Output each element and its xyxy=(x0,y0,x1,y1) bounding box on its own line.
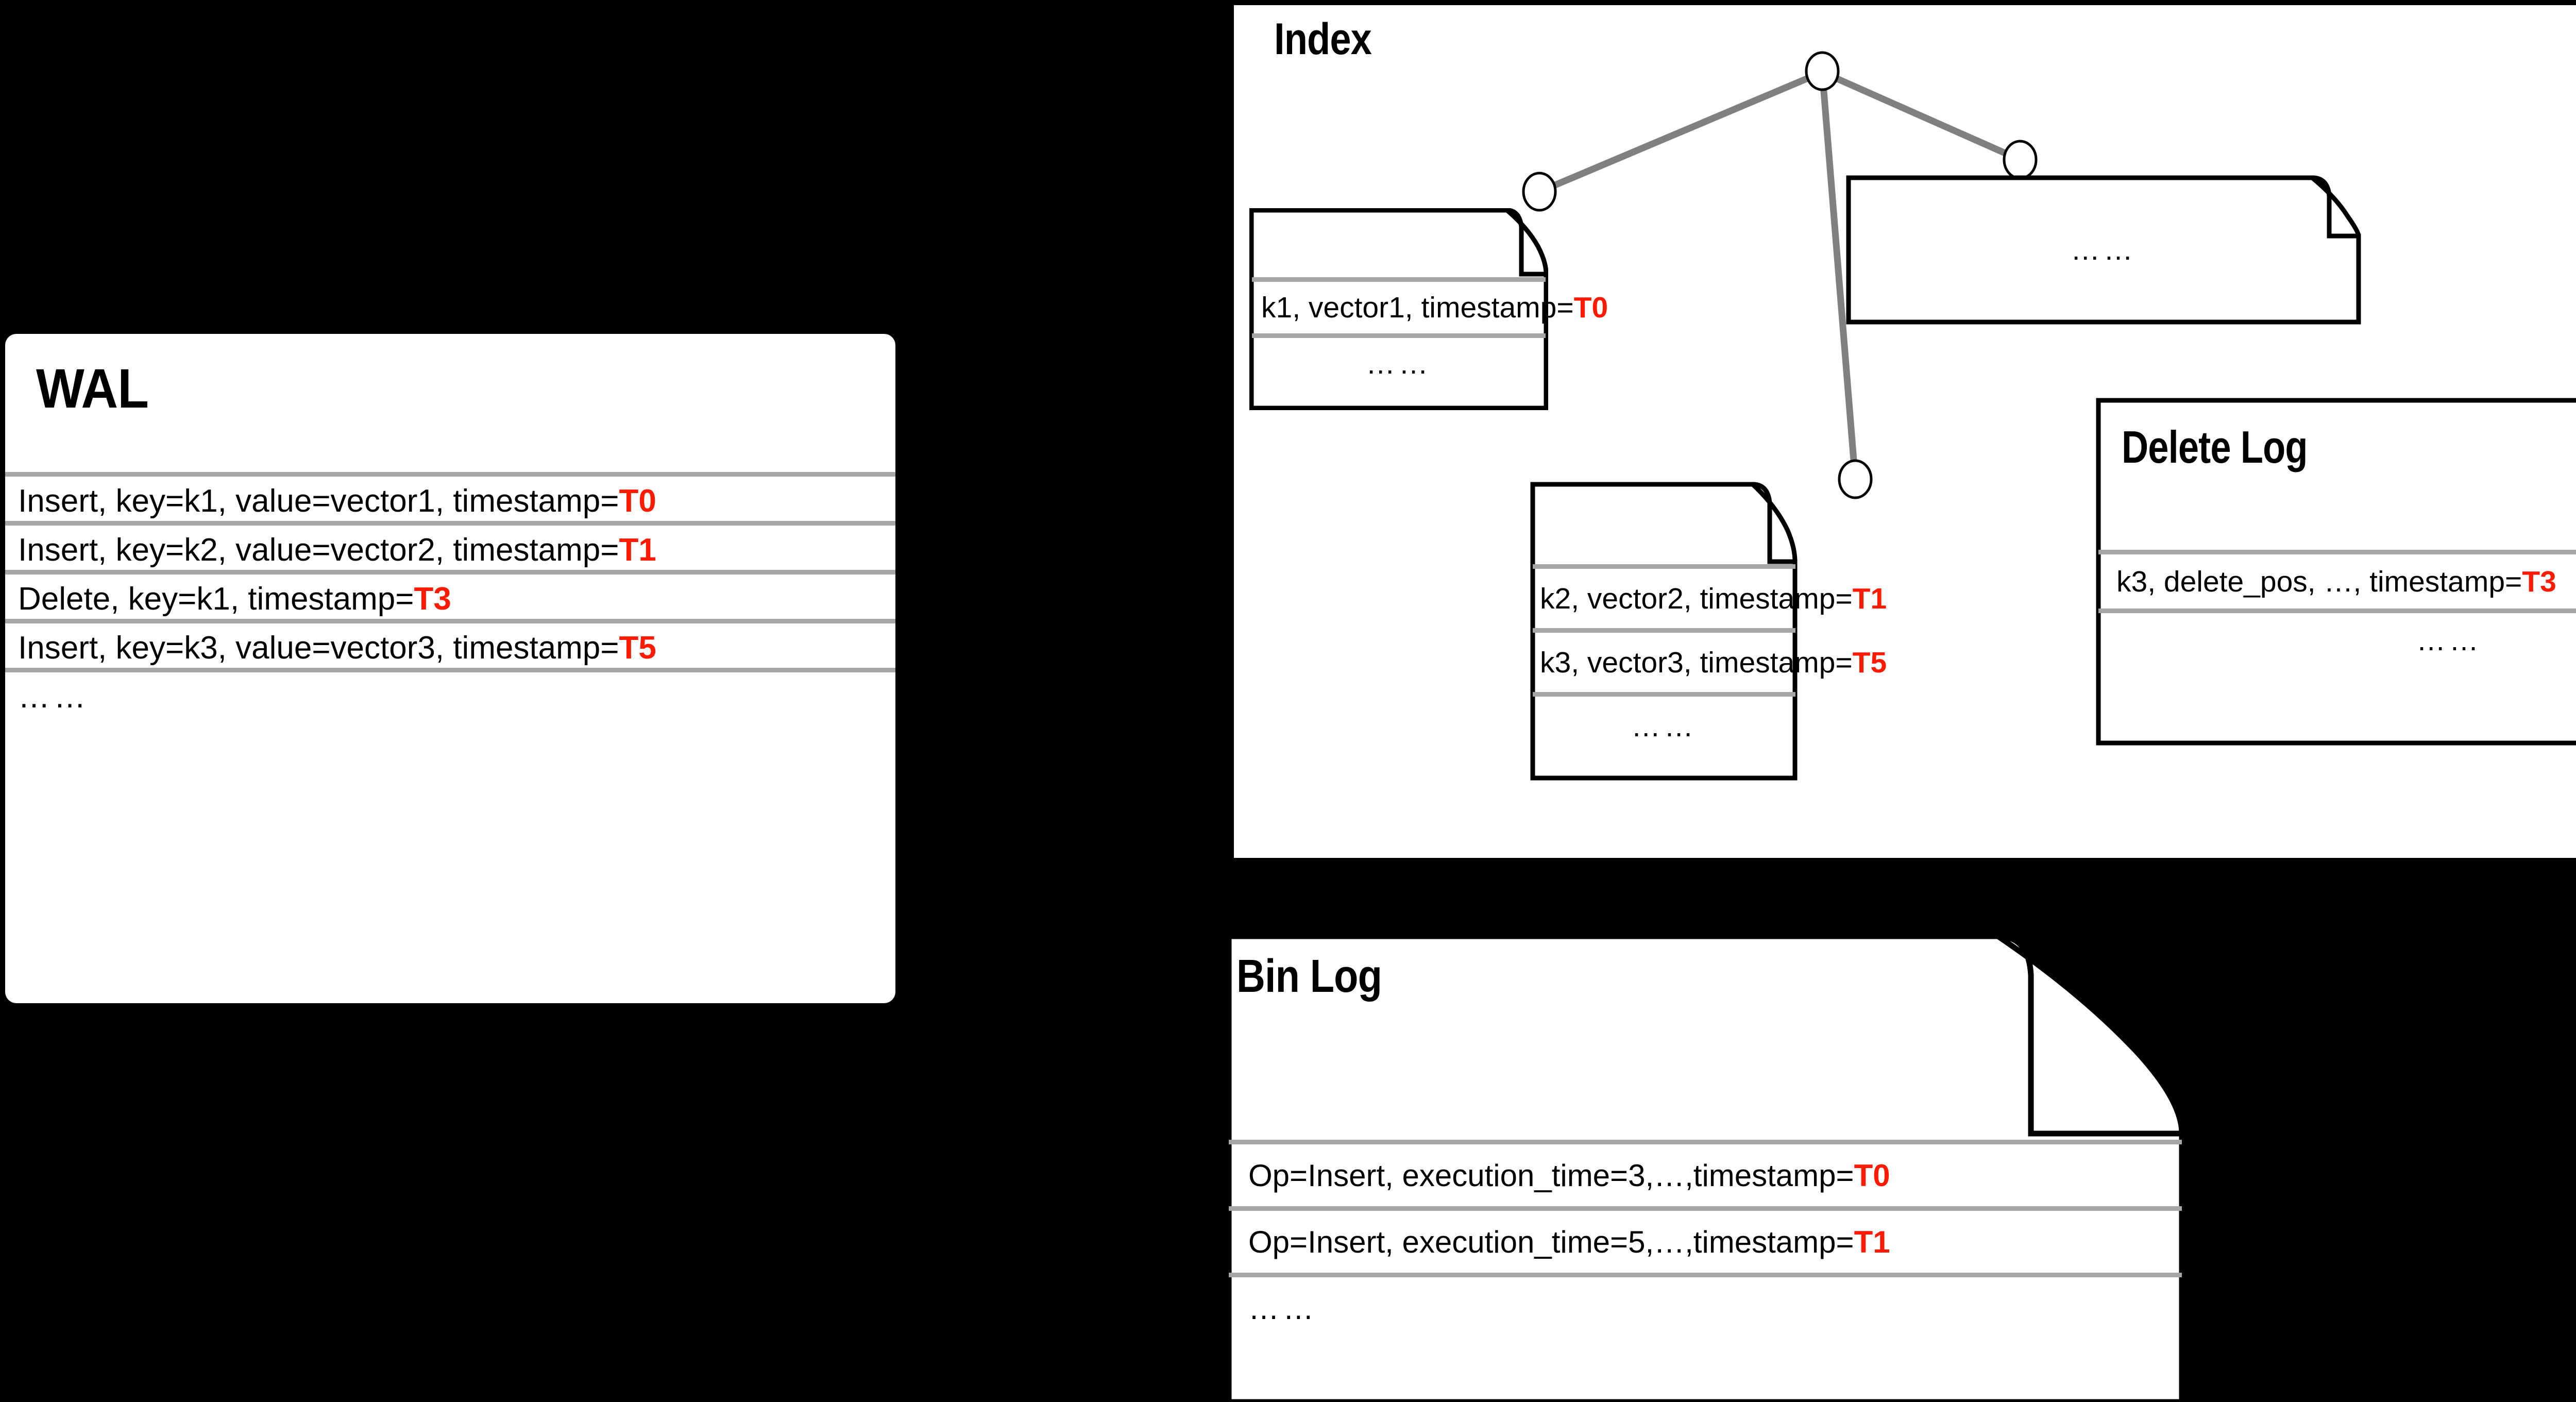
bin-log-divider-2 xyxy=(1229,1273,2182,1277)
leaf-left-row-0-text: k1, vector1, timestamp= xyxy=(1261,291,1574,324)
wal-row-1-text: Insert, key=k2, value=vector2, timestamp… xyxy=(18,532,619,568)
wal-row-4: …… xyxy=(5,672,895,721)
wal-row-0: Insert, key=k1, value=vector1, timestamp… xyxy=(5,477,895,526)
leaf-left-row-1: …… xyxy=(1252,338,1546,390)
index-leaf-middle: k2, vector2, timestamp=T1 k3, vector3, t… xyxy=(1530,482,1887,781)
wal-divider-2 xyxy=(5,570,895,575)
wal-divider-3 xyxy=(5,619,895,623)
bin-log-title: Bin Log xyxy=(1236,951,1382,1002)
wal-title: WAL xyxy=(36,357,149,419)
bin-log-row-1: Op=Insert, execution_time=5,…,timestamp=… xyxy=(1229,1211,2226,1273)
wal-row-0-text: Insert, key=k1, value=vector1, timestamp… xyxy=(18,483,619,519)
wal-panel: WAL Insert, key=k1, value=vector1, times… xyxy=(5,334,895,1003)
wal-row-3-text: Insert, key=k3, value=vector3, timestamp… xyxy=(18,630,619,666)
bin-log-row-2: …… xyxy=(1229,1277,2226,1339)
delete-log-title: Delete Log xyxy=(2122,421,2308,472)
leaf-middle-divider-1 xyxy=(1533,628,1795,633)
delete-log-row-1: …… xyxy=(2098,613,2576,667)
delete-log-row-0-text: k3, delete_pos, …, timestamp= xyxy=(2116,565,2522,598)
leaf-middle-divider-0 xyxy=(1533,564,1795,569)
leaf-middle-row-1-timestamp: T5 xyxy=(1852,646,1887,679)
wal-row-1: Insert, key=k2, value=vector2, timestamp… xyxy=(5,526,895,575)
delete-log-divider-0 xyxy=(2098,550,2576,554)
leaf-middle-row-2-text: …… xyxy=(1631,710,1697,743)
bin-log-row-2-text: …… xyxy=(1248,1291,1318,1326)
wal-row-4-text: …… xyxy=(18,679,90,715)
wal-row-2-timestamp: T3 xyxy=(414,581,451,617)
leaf-middle-divider-2 xyxy=(1533,692,1795,697)
bin-log-row-1-text: Op=Insert, execution_time=5,…,timestamp= xyxy=(1248,1224,1854,1259)
leaf-left-divider-0 xyxy=(1252,277,1546,282)
wal-row-1-timestamp: T1 xyxy=(619,532,656,568)
leaf-left-row-1-text: …… xyxy=(1366,347,1432,380)
delete-log-card: Delete Log k3, delete_pos, …, timestamp=… xyxy=(2096,398,2576,746)
leaf-middle-row-0: k2, vector2, timestamp=T1 xyxy=(1533,569,1887,628)
leaf-right-row-0-text: …… xyxy=(2071,233,2137,266)
bin-log-row-0-timestamp: T0 xyxy=(1854,1158,1890,1193)
leaf-middle-row-1-text: k3, vector3, timestamp= xyxy=(1540,646,1853,679)
leaf-middle-row-1: k3, vector3, timestamp=T5 xyxy=(1533,633,1887,692)
leaf-middle-row-0-text: k2, vector2, timestamp= xyxy=(1540,582,1853,615)
leaf-left-row-0-timestamp: T0 xyxy=(1573,291,1608,324)
bin-log-divider-1 xyxy=(1229,1206,2182,1211)
wal-divider-0 xyxy=(5,472,895,477)
leaf-middle-row-2: …… xyxy=(1533,697,1795,756)
bin-log-card: Bin Log Op=Insert, execution_time=3,…,ti… xyxy=(1226,934,2228,1402)
wal-divider-4 xyxy=(5,668,895,672)
delete-log-divider-1 xyxy=(2098,609,2576,613)
wal-row-2: Delete, key=k1, timestamp=T3 xyxy=(5,575,895,623)
delete-log-row-1-text: …… xyxy=(2416,623,2482,657)
wal-divider-1 xyxy=(5,521,895,526)
wal-row-2-text: Delete, key=k1, timestamp= xyxy=(18,581,414,617)
leaf-left-row-0: k1, vector1, timestamp=T0 xyxy=(1252,282,1608,333)
delete-log-row-0-timestamp: T3 xyxy=(2522,565,2556,598)
index-leaf-left: k1, vector1, timestamp=T0 …… xyxy=(1249,208,1608,410)
index-leaf-right: …… xyxy=(1846,175,2361,325)
leaf-left-divider-1 xyxy=(1252,333,1546,338)
wal-row-3-timestamp: T5 xyxy=(619,630,656,666)
leaf-middle-row-0-timestamp: T1 xyxy=(1852,582,1887,615)
wal-row-3: Insert, key=k3, value=vector3, timestamp… xyxy=(5,623,895,672)
index-panel: Index k1, vector1 xyxy=(1234,5,2576,858)
delete-log-row-0: k3, delete_pos, …, timestamp=T3 xyxy=(2098,554,2576,609)
bin-log-row-0-text: Op=Insert, execution_time=3,…,timestamp= xyxy=(1248,1158,1854,1193)
leaf-right-row-0: …… xyxy=(1846,224,2361,276)
bin-log-divider-0 xyxy=(1229,1140,2182,1144)
index-title: Index xyxy=(1274,14,1372,64)
bin-log-row-0: Op=Insert, execution_time=3,…,timestamp=… xyxy=(1229,1144,2226,1206)
bin-log-row-1-timestamp: T1 xyxy=(1854,1224,1890,1259)
wal-row-0-timestamp: T0 xyxy=(619,483,656,519)
